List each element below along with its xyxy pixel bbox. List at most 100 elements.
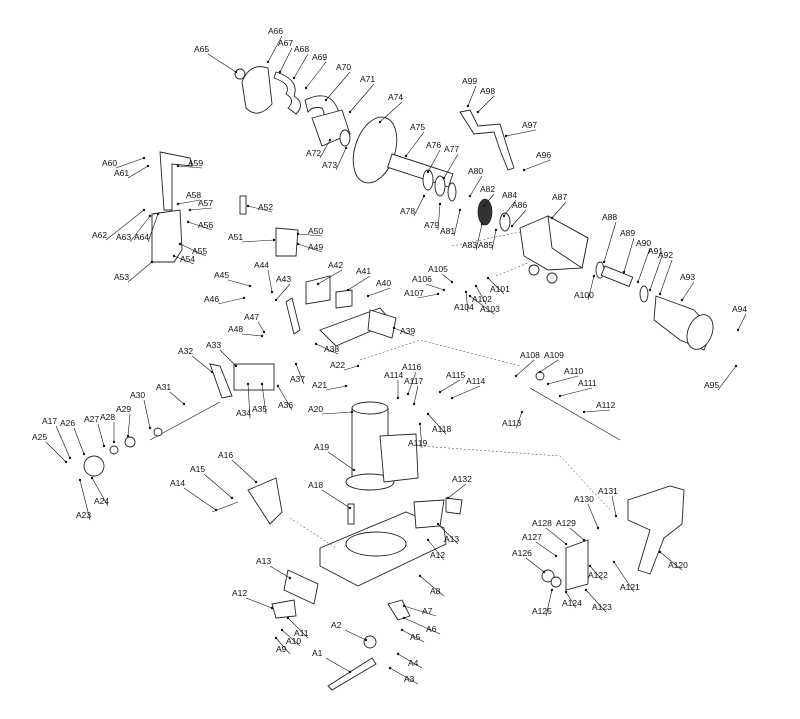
leader-dot-a115 — [438, 390, 442, 394]
bearing-3 — [447, 182, 457, 202]
callout-a19: A19 — [314, 442, 329, 452]
leader-dot-a129 — [582, 538, 586, 542]
callout-a63: A63 — [116, 232, 131, 242]
callout-a119: A119 — [408, 438, 427, 448]
leader-dot-a96 — [522, 168, 526, 172]
leader-a112 — [583, 409, 611, 413]
leader-a114b — [451, 385, 481, 399]
callout-a12b: A12 — [430, 550, 445, 560]
leader-dot-a10 — [280, 628, 284, 632]
callout-a105: A105 — [428, 264, 448, 274]
leader-a50 — [297, 233, 323, 237]
leader-a83 — [475, 223, 483, 251]
callout-a9: A9 — [276, 644, 287, 654]
bearing-1 — [422, 169, 434, 191]
callout-a75: A75 — [410, 122, 425, 132]
leader-dot-a32 — [210, 370, 214, 374]
leader-a90 — [637, 247, 651, 283]
leader-a2 — [344, 629, 367, 641]
leader-dot-a58 — [176, 202, 180, 206]
callout-a111: A111 — [578, 378, 597, 388]
callout-a78: A78 — [400, 206, 415, 216]
leader-a64 — [147, 213, 159, 243]
leader-dot-a90 — [636, 280, 640, 284]
leader-dot-a123 — [584, 588, 588, 592]
leader-a81 — [453, 209, 461, 237]
leader-dot-a80 — [468, 194, 472, 198]
leader-dot-a34 — [246, 382, 250, 386]
washer-2 — [124, 436, 136, 448]
leader-dot-a70 — [324, 98, 328, 102]
leader-dot-a85 — [494, 228, 498, 232]
blade-guard-rear — [241, 66, 273, 114]
leader-a122 — [589, 565, 603, 581]
leader-dot-a83 — [480, 222, 484, 226]
leader-a65 — [207, 53, 237, 73]
blade-flange — [339, 129, 351, 147]
callout-a91: A91 — [648, 246, 663, 256]
callout-a12: A12 — [232, 588, 247, 598]
callout-a87: A87 — [552, 192, 567, 202]
callout-a121: A121 — [620, 582, 640, 592]
leader-dot-a13b — [436, 522, 440, 526]
leader-dot-a8 — [418, 574, 422, 578]
callout-a8: A8 — [430, 586, 441, 596]
leader-dot-a111 — [558, 394, 562, 398]
leader-a86 — [511, 209, 527, 227]
leader-a52 — [247, 205, 273, 213]
leader-dot-a47 — [262, 330, 266, 334]
leader-a12b — [427, 539, 445, 561]
leader-a22 — [343, 365, 359, 371]
leader-dot-a61 — [146, 164, 150, 168]
leader-a123 — [585, 589, 607, 613]
callout-a4: A4 — [408, 658, 419, 668]
assembly-line-4 — [451, 231, 521, 247]
callout-a16: A16 — [218, 450, 233, 460]
leader-dot-a1 — [348, 670, 352, 674]
leader-a27 — [97, 423, 105, 447]
callout-a45: A45 — [214, 270, 229, 280]
leader-a108 — [515, 359, 535, 377]
callout-a52: A52 — [258, 202, 273, 212]
callout-a59: A59 — [188, 158, 203, 168]
leader-a4 — [397, 653, 423, 669]
leader-a13 — [269, 565, 291, 579]
callout-a35: A35 — [252, 404, 267, 414]
vise-jaw — [305, 275, 331, 305]
leader-dot-a98 — [476, 110, 480, 114]
cover-plate — [275, 227, 299, 257]
leader-a69 — [305, 61, 327, 89]
callout-a117: A117 — [404, 376, 423, 386]
leader-dot-a77 — [442, 176, 446, 180]
assembly-line-5 — [495, 261, 531, 277]
leader-dot-a33 — [234, 364, 238, 368]
assembly-line-1 — [359, 339, 521, 367]
callout-a5: A5 — [410, 632, 421, 642]
callout-a100: A100 — [574, 290, 594, 300]
callout-a71: A71 — [360, 74, 375, 84]
leader-dot-a74 — [378, 120, 382, 124]
leader-a68 — [293, 53, 309, 79]
callout-a113: A113 — [502, 418, 521, 428]
switch-plate — [565, 539, 589, 591]
leader-a111 — [559, 387, 593, 397]
leader-dot-a13 — [288, 576, 292, 580]
callout-a106: A106 — [412, 274, 432, 284]
column-bracket — [379, 433, 419, 483]
leader-dot-a55 — [178, 242, 182, 246]
leader-a12 — [245, 597, 273, 609]
leader-dot-a22 — [356, 364, 360, 368]
leader-a130 — [587, 503, 599, 529]
housing-mount-2 — [546, 272, 558, 284]
leader-a128 — [545, 527, 567, 545]
leader-dot-a21 — [344, 384, 348, 388]
callout-a40: A40 — [376, 278, 391, 288]
callout-a79: A79 — [424, 220, 439, 230]
leader-dot-a12b — [426, 538, 430, 542]
leader-a101 — [487, 277, 505, 295]
leader-dot-a92 — [658, 292, 662, 296]
callout-a108: A108 — [520, 350, 540, 360]
column-base — [345, 473, 395, 491]
leader-dot-a41 — [346, 288, 350, 292]
leader-dot-a16 — [254, 480, 258, 484]
